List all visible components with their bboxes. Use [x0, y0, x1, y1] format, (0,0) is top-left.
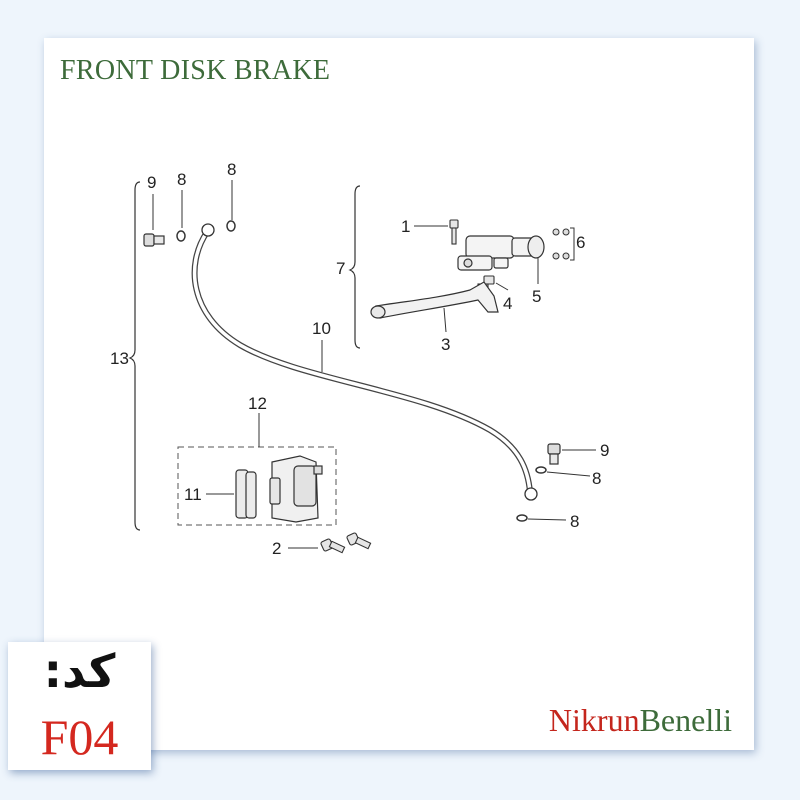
master-cylinder — [457, 235, 545, 271]
callout-9-bottom: 9 — [600, 441, 609, 460]
product-code-box: کد: F04 — [8, 642, 151, 770]
callout-8-bottom-1: 8 — [592, 469, 601, 488]
callout-5: 5 — [532, 287, 541, 306]
caliper-body — [269, 455, 323, 523]
brake-pads — [235, 469, 257, 519]
callout-8-top-1: 8 — [177, 170, 186, 189]
washer-bottom-2 — [516, 514, 528, 522]
callout-8-bottom-2: 8 — [570, 512, 579, 531]
brand-part1: Nikrun — [548, 702, 640, 738]
callout-13: 13 — [110, 349, 129, 368]
brake-lever — [370, 281, 499, 319]
callout-6: 6 — [576, 233, 585, 252]
washer-top-2 — [226, 220, 236, 232]
bracket-7 — [348, 185, 361, 349]
callout-2: 2 — [272, 539, 281, 558]
callout-12: 12 — [248, 394, 267, 413]
callout-1: 1 — [401, 217, 410, 236]
callout-8-top-2: 8 — [227, 160, 236, 179]
brand-logo-text: NikrunBenelli — [549, 702, 732, 739]
code-value: F04 — [40, 709, 119, 765]
washer-top-1 — [176, 230, 186, 242]
callout-10: 10 — [312, 319, 331, 338]
banjo-bolt-bottom — [547, 443, 561, 465]
washer-bottom-1 — [535, 466, 547, 474]
callout-9-top: 9 — [147, 173, 156, 192]
screw-1 — [449, 219, 459, 245]
callout-3: 3 — [441, 335, 450, 354]
bracket-13 — [128, 181, 141, 531]
banjo-bolt-top — [143, 233, 165, 247]
page-title: FRONT DISK BRAKE — [60, 55, 331, 86]
caliper-bolts — [320, 532, 372, 554]
caliper-group-box — [177, 446, 337, 526]
brand-part2: Benelli — [639, 702, 732, 738]
callout-4: 4 — [503, 294, 512, 313]
code-label: کد: — [43, 644, 116, 698]
callout-11: 11 — [184, 485, 202, 504]
clamp-screws-6 — [552, 228, 570, 260]
brake-hose — [191, 223, 538, 501]
callout-7: 7 — [336, 259, 345, 278]
